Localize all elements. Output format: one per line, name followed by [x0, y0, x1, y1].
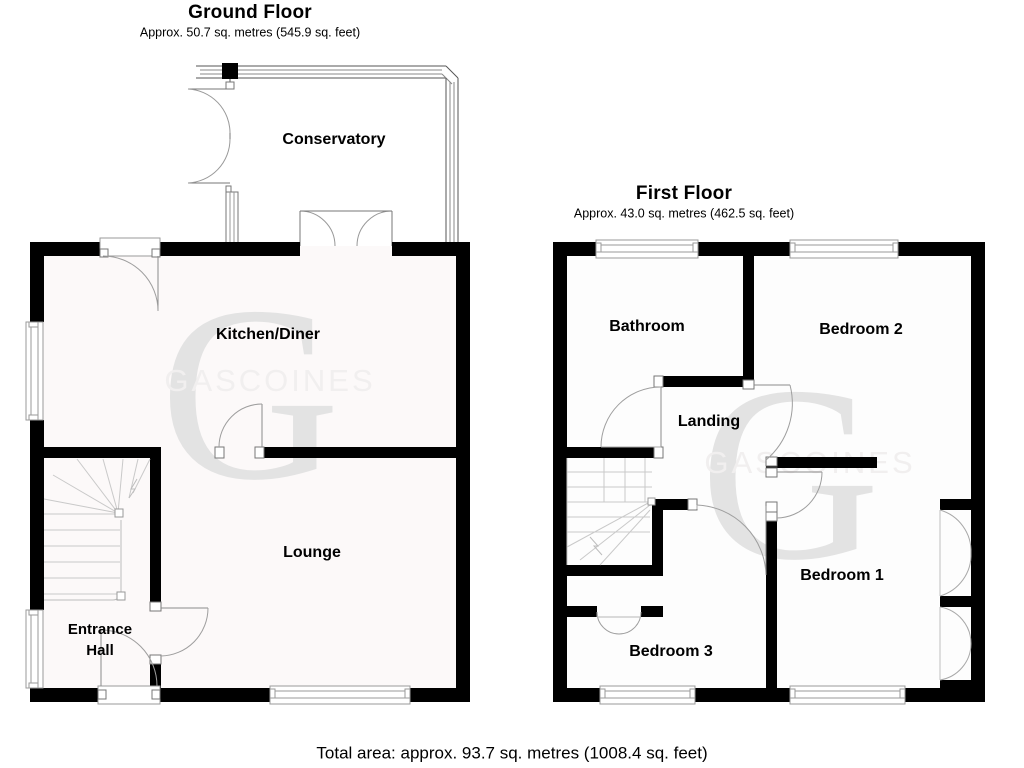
window-bathroom-top	[595, 239, 699, 259]
first-floor-area: Approx. 43.0 sq. metres (462.5 sq. feet)	[574, 206, 794, 220]
window-left-lower	[25, 609, 44, 689]
ground-floor-title: Ground Floor	[188, 2, 312, 23]
ground-inner-walls	[30, 447, 470, 702]
conservatory-structure	[187, 63, 459, 247]
room-label-bedroom3: Bedroom 3	[629, 643, 713, 660]
first-outer-walls	[553, 242, 985, 702]
watermark-ground: G GASCOINES	[160, 255, 375, 532]
room-label-kitchen-diner: Kitchen/Diner	[216, 326, 320, 343]
window-lounge-bottom	[269, 685, 411, 705]
door-airing-cupboard	[596, 611, 642, 635]
ground-staircase	[43, 458, 151, 601]
window-left-upper	[25, 321, 44, 421]
room-label-lounge: Lounge	[283, 544, 341, 561]
window-bedroom1-bottom	[789, 685, 906, 705]
window-bedroom2-top	[789, 239, 899, 259]
conservatory-side-glazing	[225, 185, 239, 247]
room-label-entrance-hall-line2: Hall	[86, 642, 114, 659]
room-label-entrance-hall-line1: Entrance	[68, 621, 132, 638]
door-bedroom1	[765, 467, 823, 522]
room-label-landing: Landing	[678, 413, 740, 430]
conservatory-corner-post	[222, 63, 238, 79]
door-front-entrance	[97, 629, 161, 705]
window-bedroom3-bottom	[599, 685, 696, 705]
watermark-letter-ground: G	[160, 255, 341, 532]
door-bedroom3	[687, 498, 778, 576]
room-label-conservatory: Conservatory	[282, 131, 385, 148]
first-floor-plan: G GASCOINES	[553, 239, 985, 705]
conservatory-to-kitchen-doors	[299, 210, 393, 247]
first-doors	[596, 375, 972, 681]
wardrobe-doors-upper	[939, 509, 972, 597]
room-label-bedroom2: Bedroom 2	[819, 321, 903, 338]
ground-floor-plan: G GASCOINES	[25, 63, 470, 705]
door-hall-lounge	[149, 601, 209, 665]
first-staircase	[566, 458, 656, 566]
wardrobe-doors-lower	[939, 606, 972, 681]
conservatory-french-doors	[187, 88, 231, 184]
ground-floor-fill	[30, 242, 470, 702]
room-label-bedroom1: Bedroom 1	[800, 567, 884, 584]
first-floor-title: First Floor	[636, 183, 733, 204]
door-kitchen-lounge	[214, 403, 265, 459]
door-bathroom	[600, 375, 664, 459]
ground-outer-walls	[30, 242, 470, 702]
door-bedroom2	[742, 379, 793, 467]
ground-windows	[25, 321, 411, 705]
ground-doors	[97, 237, 265, 705]
door-kitchen-back	[99, 237, 161, 312]
watermark-word-ground: GASCOINES	[164, 363, 375, 398]
total-area-label: Total area: approx. 93.7 sq. metres (100…	[316, 743, 707, 762]
room-label-bathroom: Bathroom	[609, 318, 685, 335]
first-windows	[595, 239, 906, 705]
ground-floor-area: Approx. 50.7 sq. metres (545.9 sq. feet)	[140, 25, 360, 39]
watermark-first: G GASCOINES	[700, 335, 913, 612]
first-inner-walls	[553, 242, 971, 702]
